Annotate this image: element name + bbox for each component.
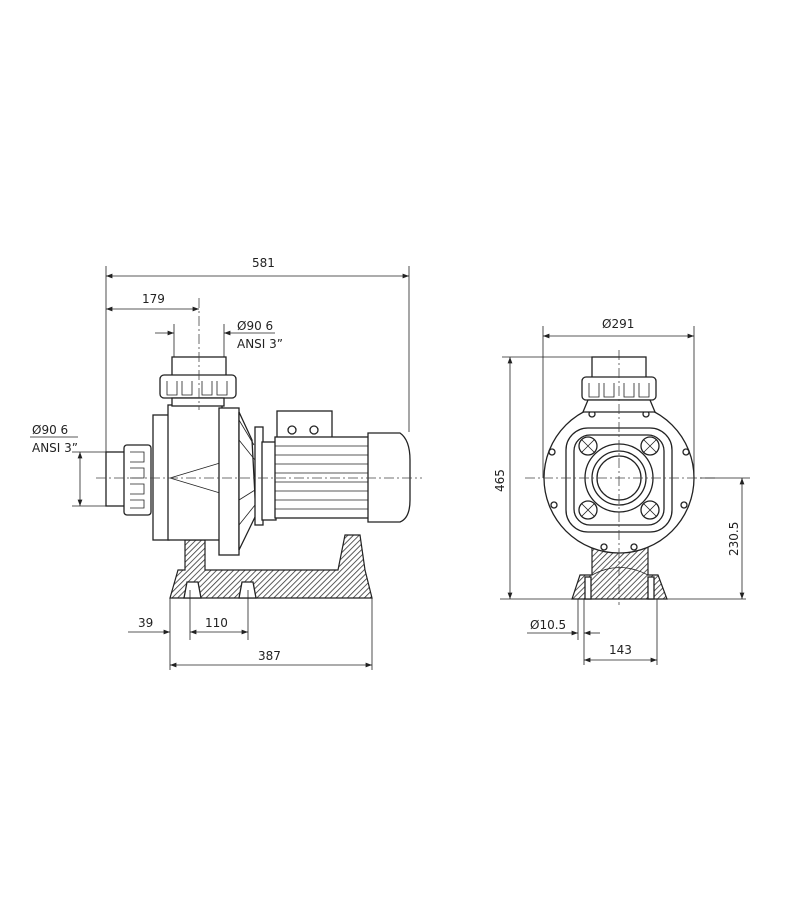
dimension-581: 581 <box>105 256 410 452</box>
dim-body-diameter: Ø291 <box>602 317 634 331</box>
dim-overall-height: 465 <box>493 469 507 492</box>
side-base <box>169 534 373 599</box>
side-view: 581 179 Ø90 6 ANSI 3” Ø90 6 ANSI 3” <box>30 256 422 670</box>
bolt-icon <box>578 436 660 520</box>
dim-overall-length: 581 <box>252 256 275 270</box>
dimension-143: 143 <box>584 599 658 665</box>
dim-hole-diameter: Ø10.5 <box>530 618 566 632</box>
front-outlet <box>581 356 657 413</box>
dim-inlet-diameter: Ø90 6 <box>32 423 68 437</box>
front-view: Ø291 465 230.5 Ø10.5 143 <box>493 317 750 665</box>
dim-hole-spacing-front: 143 <box>609 643 632 657</box>
terminal-screw-icon <box>309 425 319 435</box>
dimension-387: 387 <box>170 598 373 670</box>
dim-hole-spacing: 110 <box>205 616 228 630</box>
dimension-39-110: 39 110 <box>128 590 249 670</box>
dim-base-offset: 39 <box>138 616 153 630</box>
dimension-230-5: 230.5 <box>700 477 750 599</box>
dim-outlet-thread: ANSI 3” <box>237 337 283 351</box>
motor <box>274 410 411 523</box>
dim-outlet-diameter: Ø90 6 <box>237 319 273 333</box>
dim-outlet-offset: 179 <box>142 292 165 306</box>
dim-inlet-thread: ANSI 3” <box>32 441 78 455</box>
dim-base-length: 387 <box>258 649 281 663</box>
dimension-179: 179 <box>106 292 199 312</box>
dim-axis-height: 230.5 <box>727 522 741 556</box>
dimension-outlet-diameter: Ø90 6 ANSI 3” <box>155 319 283 357</box>
outlet-connection <box>159 356 237 407</box>
pump-housing <box>152 404 277 556</box>
dimension-inlet-diameter: Ø90 6 ANSI 3” <box>30 423 106 507</box>
dimension-hole: Ø10.5 <box>527 599 600 665</box>
dimension-465: 465 <box>493 356 746 600</box>
dimension-291: Ø291 <box>542 317 695 478</box>
inlet-connection <box>105 444 152 516</box>
terminal-screw-icon <box>287 425 297 435</box>
